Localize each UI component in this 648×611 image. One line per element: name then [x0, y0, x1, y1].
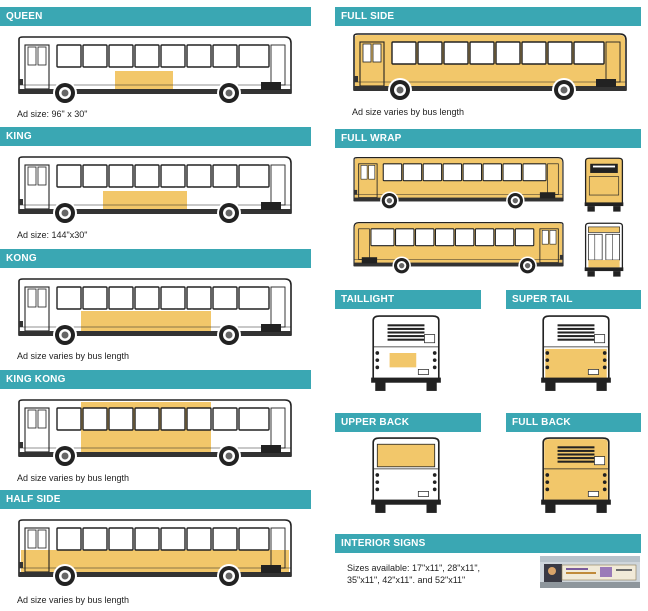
caption-full-side: Ad size varies by bus length — [352, 107, 465, 117]
caption-king-kong: Ad size varies by bus length — [17, 473, 130, 483]
bus-side-full-wrap-right — [353, 222, 564, 275]
header-kong: KONG — [0, 249, 311, 268]
bus-back-full-back — [541, 437, 611, 513]
bus-back-super-tail — [541, 315, 611, 391]
header-taillight: TAILLIGHT — [335, 290, 481, 309]
header-upper-back: UPPER BACK — [335, 413, 481, 432]
header-full-wrap: FULL WRAP — [335, 129, 641, 148]
caption-queen: Ad size: 96" x 30" — [17, 109, 88, 119]
bus-front-full-wrap — [584, 157, 624, 212]
header-king-kong: KING KONG — [0, 370, 311, 389]
header-full-back: FULL BACK — [506, 413, 641, 432]
interior-sizes-line-1: Sizes available: 17"x11", 28"x11", — [347, 563, 481, 573]
bus-back-upper-back — [371, 437, 441, 513]
header-super-tail: SUPER TAIL — [506, 290, 641, 309]
bus-side-king — [18, 156, 292, 225]
bus-side-full-side — [353, 33, 627, 102]
bus-side-full-wrap-left — [353, 157, 564, 210]
bus-side-queen — [18, 36, 292, 105]
header-queen: QUEEN — [0, 7, 311, 26]
caption-half-side: Ad size varies by bus length — [17, 595, 130, 605]
header-interior-signs: INTERIOR SIGNS — [335, 534, 641, 553]
header-full-side: FULL SIDE — [335, 7, 641, 26]
bus-side-kong — [18, 278, 292, 347]
header-half-side: HALF SIDE — [0, 490, 311, 509]
interior-sign-photo — [540, 556, 640, 588]
bus-side-king-kong — [18, 399, 292, 468]
bus-side-half-side — [18, 519, 292, 588]
header-king: KING — [0, 127, 311, 146]
caption-kong: Ad size varies by bus length — [17, 351, 130, 361]
interior-sizes-line-2: 35"x11", 42"x11". and 52"x11" — [347, 575, 466, 585]
caption-king: Ad size: 144"x30" — [17, 230, 88, 240]
bus-back-full-wrap — [584, 222, 624, 277]
interior-sizes-text: Sizes available: 17"x11", 28"x11", 35"x1… — [347, 562, 480, 586]
bus-back-taillight — [371, 315, 441, 391]
